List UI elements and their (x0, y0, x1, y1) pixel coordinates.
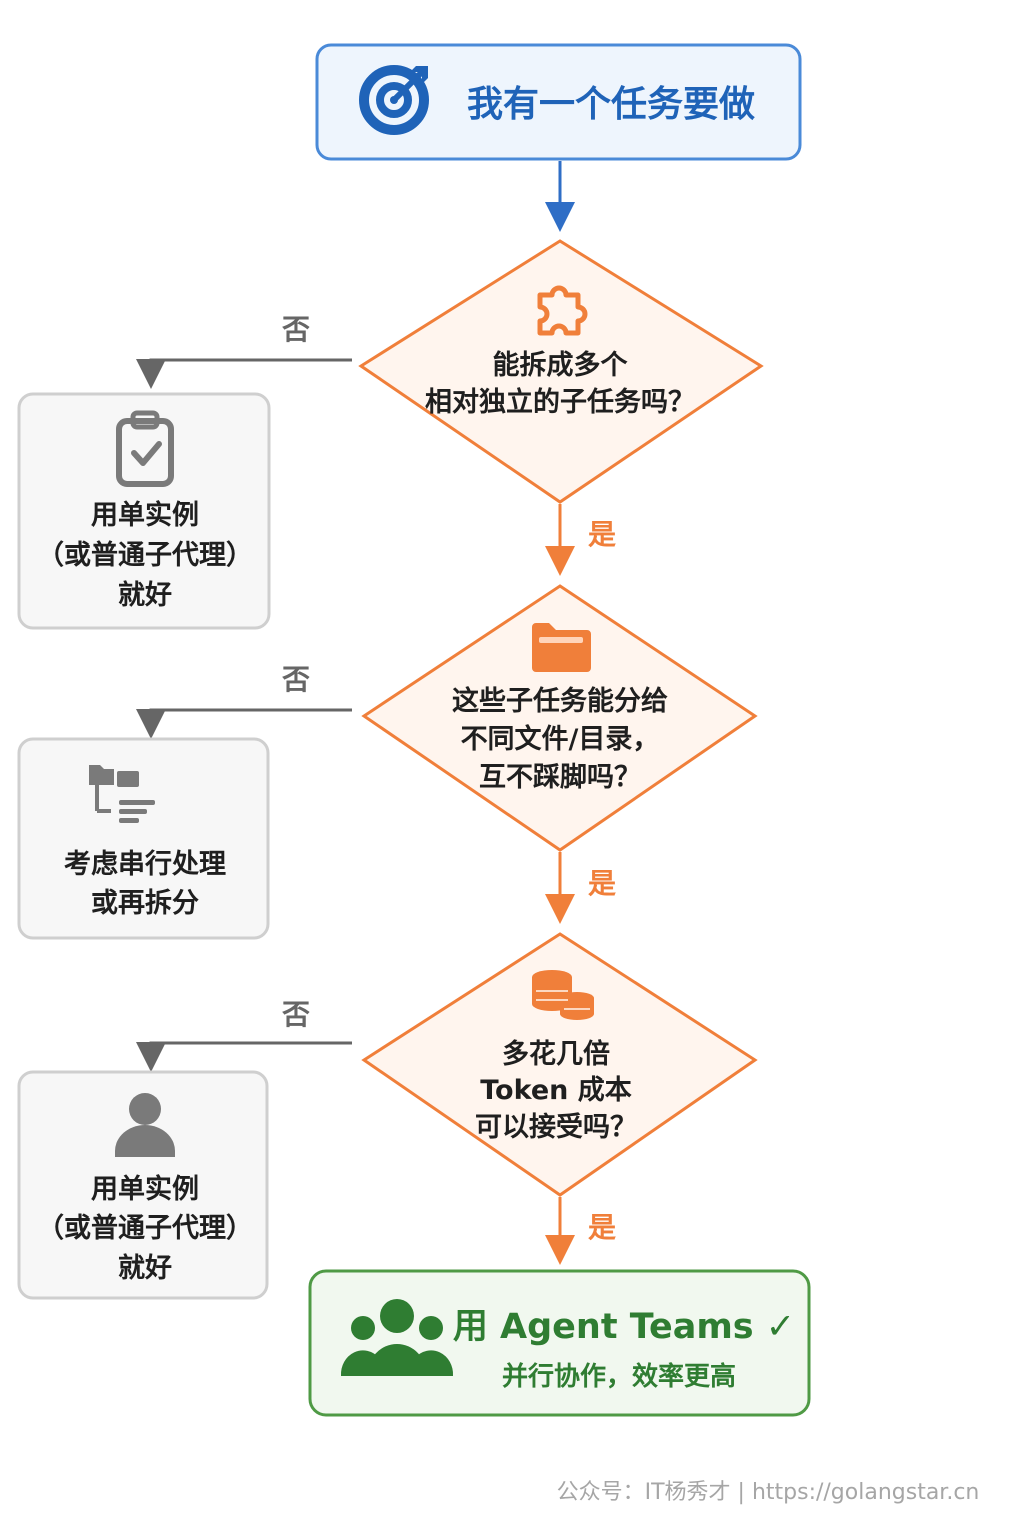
team-icon (340, 1299, 454, 1376)
footer-text: 公众号：IT杨秀才 | https://golangstar.cn (557, 1480, 980, 1505)
no-outcome-1: 用单实例 （或普通子代理） 就好 (17, 392, 271, 630)
decision-1-line-2: 相对独立的子任务吗？ (425, 386, 695, 418)
arrow-decision-2-no (136, 708, 352, 739)
no-outcome-1-line-3: 就好 (118, 580, 172, 611)
decision-2-line-2: 不同文件/目录， (461, 723, 660, 755)
no-outcome-3-line-3: 就好 (118, 1253, 172, 1284)
decision-1-no-label: 否 (282, 313, 310, 346)
final-node: 用 Agent Teams ✓ 并行协作，效率更高 (308, 1269, 811, 1417)
decision-3-line-3: 可以接受吗？ (475, 1111, 637, 1143)
decision-3-no-label: 否 (282, 998, 310, 1031)
target-icon (359, 65, 429, 135)
folder-icon (532, 623, 591, 672)
user-icon (115, 1093, 175, 1157)
no-outcome-1-line-1: 用单实例 (91, 499, 199, 531)
no-outcome-2-line-1: 考虑串行处理 (64, 848, 226, 880)
no-outcome-3: 用单实例 （或普通子代理） 就好 (17, 1070, 269, 1300)
folder-tree-icon (89, 765, 155, 823)
decision-3: 多花几倍 Token 成本 可以接受吗？ (361, 932, 758, 1197)
decision-2-line-3: 互不踩脚吗？ (479, 762, 641, 793)
no-outcome-2: 考虑串行处理 或再拆分 (17, 737, 270, 940)
start-node: 我有一个任务要做 (315, 43, 802, 161)
final-subtitle: 并行协作，效率更高 (502, 1361, 736, 1392)
coins-icon (532, 970, 594, 1020)
no-outcome-3-line-1: 用单实例 (91, 1173, 199, 1205)
decision-3-yes-label: 是 (588, 1211, 616, 1244)
decision-2-line-1: 这些子任务能分给 (452, 685, 668, 717)
decision-2-yes-label: 是 (588, 867, 616, 900)
final-title: 用 Agent Teams ✓ (453, 1307, 795, 1347)
puzzle-icon (537, 285, 588, 336)
arrow-decision-3-no (136, 1041, 352, 1072)
decision-2-no-label: 否 (282, 663, 310, 696)
no-outcome-3-line-2: （或普通子代理） (37, 1212, 253, 1244)
no-outcome-1-line-2: （或普通子代理） (37, 539, 253, 571)
decision-1-yes-label: 是 (588, 518, 616, 551)
decision-1: 能拆成多个 相对独立的子任务吗？ (358, 239, 764, 504)
arrow-decision-1-no (136, 358, 352, 389)
no-outcome-2-line-2: 或再拆分 (91, 888, 199, 919)
start-text: 我有一个任务要做 (467, 84, 755, 125)
clipboard-check-icon (116, 410, 174, 487)
decision-2: 这些子任务能分给 不同文件/目录， 互不踩脚吗？ (361, 584, 758, 852)
decision-3-line-1: 多花几倍 (502, 1038, 610, 1070)
decision-1-line-1: 能拆成多个 (493, 349, 629, 381)
decision-3-line-2: Token 成本 (480, 1075, 632, 1106)
